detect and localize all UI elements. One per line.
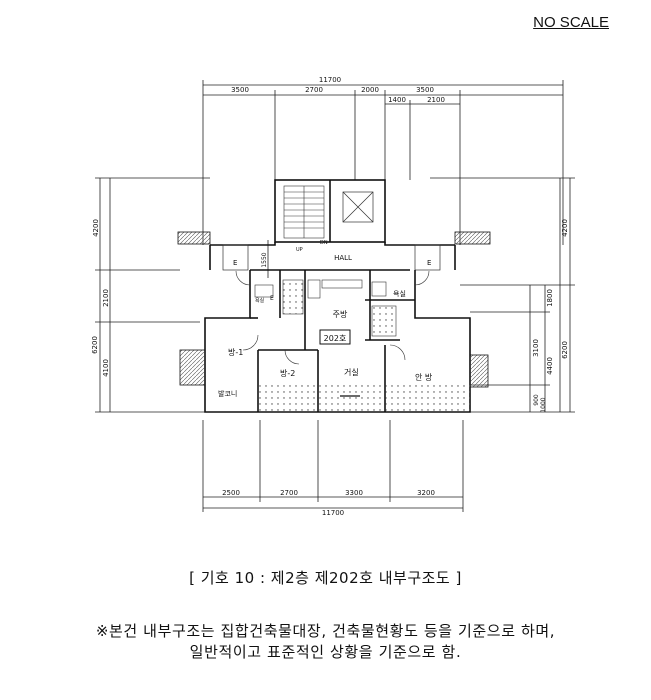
dim-top-4: 3500 [416, 86, 434, 94]
left-balcony-top [177, 231, 211, 245]
elevator-label-mid: E [270, 295, 274, 302]
elevator-shaft [342, 191, 374, 223]
left-dimensions [95, 177, 269, 413]
doors [235, 270, 430, 365]
balcony-label: 발코니 [218, 389, 237, 398]
dim-top-sub-2: 2100 [427, 96, 445, 104]
unit-number-box [319, 329, 351, 345]
floor-plan: 11700 3500 2700 2000 3500 1400 2100 4200… [91, 76, 575, 517]
unit-number-label: 202호 [324, 334, 347, 343]
bottom-dimensions [202, 420, 464, 512]
right-dimensions [430, 177, 575, 413]
kitchen-label: 주방 [333, 309, 348, 319]
note-line-2: 일반적이고 표준적인 상황을 기준으로 함. [189, 643, 462, 661]
right-elevator [414, 244, 441, 271]
hall-label: HALL [334, 254, 352, 262]
dim-top-3: 2000 [361, 86, 379, 94]
dim-top-sub-1: 1400 [388, 96, 406, 104]
stair-down-label: DN [320, 240, 328, 246]
dim-bottom-1: 2500 [222, 489, 240, 497]
dim-right-d: 900 [533, 394, 540, 406]
dim-right-c: 4400 [546, 357, 554, 375]
kitchen-fixtures [307, 279, 363, 299]
bath-label-right-top: 욕실 [393, 289, 406, 298]
elevator-label-right: E [427, 259, 431, 267]
bath-left-fixtures [254, 279, 304, 315]
dim-right-upper: 4200 [561, 219, 569, 237]
dim-right-e: 1000 [540, 397, 547, 412]
dim-right-a: 1800 [546, 289, 554, 307]
right-balcony [469, 354, 489, 388]
hall-walls [209, 242, 456, 271]
stair [283, 185, 325, 239]
room1-label: 방-1 [228, 347, 243, 357]
bath-label-left: 욕실 [255, 297, 265, 304]
dim-left-lower: 4100 [102, 359, 110, 377]
core-block [274, 179, 386, 243]
dim-top-2: 2700 [305, 86, 323, 94]
dim-bottom-2: 2700 [280, 489, 298, 497]
living-label: 거실 [344, 367, 359, 377]
drawing-caption: [ 기호 10 : 제2층 제202호 내부구조도 ] [189, 569, 462, 587]
dim-right-b: 3100 [532, 339, 540, 357]
right-balcony-top [454, 231, 491, 245]
dim-left-small: 1550 [261, 252, 268, 267]
dim-left-outer: 6200 [91, 336, 99, 354]
room2-label: 방-2 [280, 368, 295, 378]
dim-left-upper: 4200 [92, 219, 100, 237]
stair-up-label: UP [296, 247, 303, 253]
dim-bottom-total: 11700 [322, 509, 344, 517]
dim-left-mid: 2100 [102, 289, 110, 307]
bath-right-fixtures [371, 281, 397, 337]
left-elevator [222, 244, 249, 271]
elevator-label-left: E [233, 259, 237, 267]
dim-top-total: 11700 [319, 76, 341, 84]
dim-right-outer: 6200 [561, 341, 569, 359]
master-room-label: 안 방 [415, 372, 433, 382]
top-dimensions [202, 80, 564, 245]
dim-bottom-4: 3200 [417, 489, 435, 497]
dim-bottom-3: 3300 [345, 489, 363, 497]
dim-top-1: 3500 [231, 86, 249, 94]
no-scale-label: NO SCALE [533, 14, 609, 31]
front-balcony [258, 385, 470, 412]
note-line-1: ※본건 내부구조는 집합건축물대장, 건축물현황도 등을 기준으로 하며, [95, 622, 556, 640]
left-balcony [179, 349, 206, 386]
